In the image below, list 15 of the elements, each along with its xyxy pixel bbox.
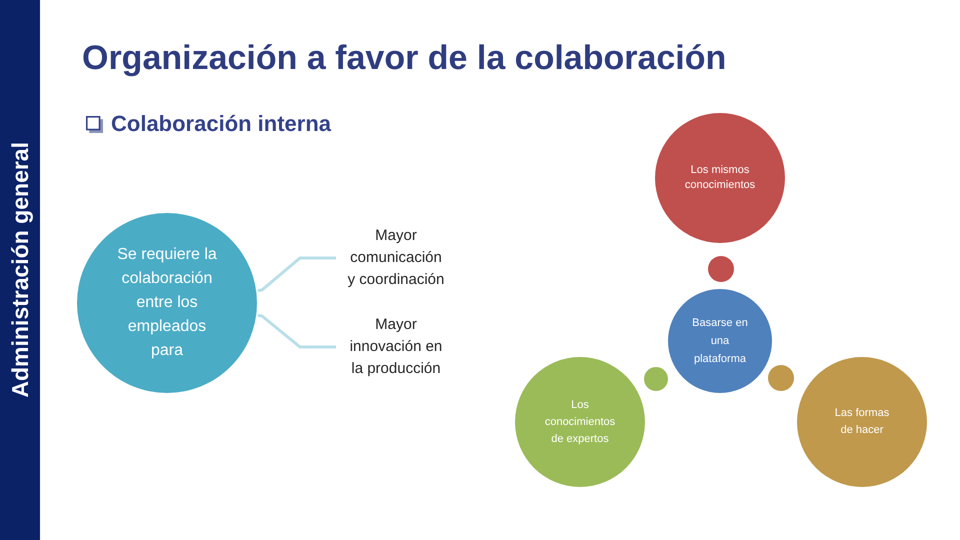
subtitle: Colaboración interna — [111, 110, 332, 138]
branch-text: Mayor comunicación y coordinación — [336, 225, 456, 291]
circle-text: Los mismos conocimientos — [684, 163, 756, 193]
circle-text: Los conocimientos de expertos — [544, 398, 616, 446]
slide-title: Organización a favor de la colaboración — [82, 38, 726, 79]
connector-dot — [644, 367, 668, 391]
connector-dot — [768, 365, 794, 391]
connector-line — [256, 256, 336, 292]
connector-dot — [708, 256, 734, 282]
connector-line — [256, 314, 336, 348]
circle-text: Las formas de hacer — [834, 406, 890, 438]
sidebar-text: Administración general — [7, 142, 33, 398]
circle-text: Se requiere la colaboración entre los empleados para — [116, 245, 218, 361]
circle-text: Basarse en una plataforma — [691, 316, 749, 367]
branch-text: Mayor innovación en la producción — [336, 314, 456, 380]
